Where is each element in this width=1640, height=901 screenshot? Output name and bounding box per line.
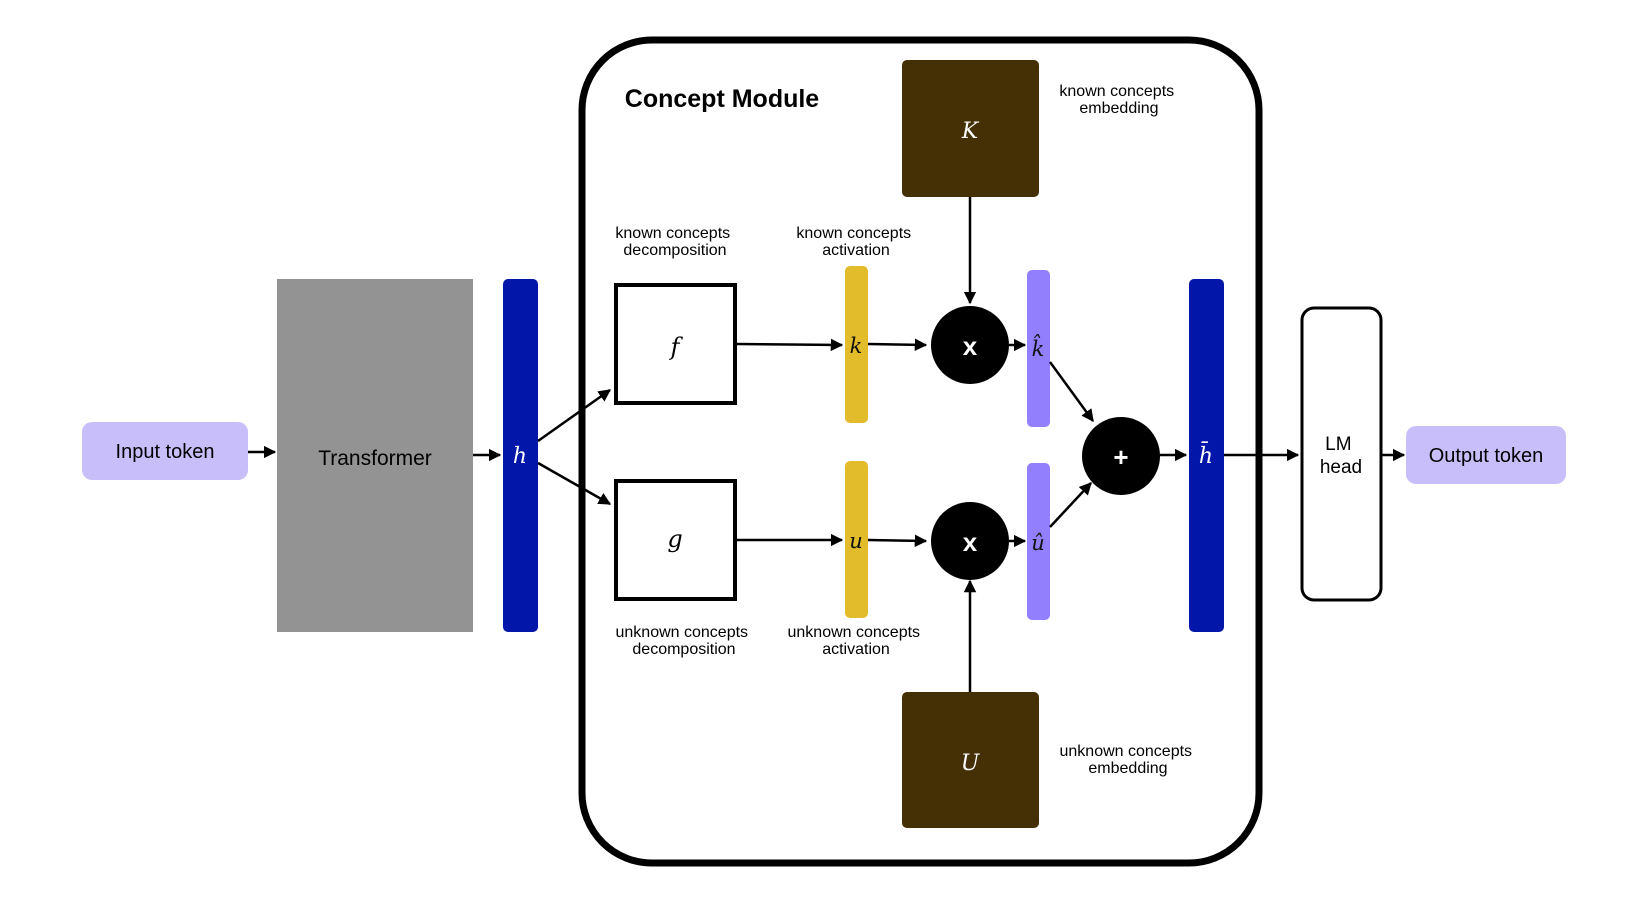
- h-bar: [503, 279, 538, 632]
- multiply-symbol-bottom: x: [963, 527, 978, 557]
- input-token-node: Input token: [82, 422, 248, 480]
- multiply-operator-top: x: [931, 306, 1009, 384]
- multiply-operator-bottom: x: [931, 502, 1009, 580]
- u-hat-bar: [1027, 463, 1050, 620]
- arrow-h-to-f: [537, 388, 612, 443]
- output-token-label: Output token: [1429, 445, 1544, 467]
- k-label: k: [850, 334, 863, 358]
- k-bar: [845, 266, 868, 423]
- multiply-circle-top: [931, 306, 1009, 384]
- U-box: [902, 692, 1039, 828]
- output-token-box: [1406, 426, 1566, 484]
- u-activation-vector: u: [845, 461, 868, 618]
- lm-head-node: LM head: [1300, 306, 1383, 602]
- arrow-uhat-to-add: [1049, 482, 1092, 528]
- transformer-node: Transformer: [277, 279, 473, 632]
- unknown-embedding-caption: unknown concepts embedding: [1060, 743, 1197, 777]
- known-decomposition-caption: known concepts decomposition: [615, 225, 734, 259]
- K-box: [902, 60, 1039, 197]
- g-decomposition-node: g: [614, 479, 737, 601]
- g-label: g: [667, 525, 682, 553]
- unknown-activation-caption: unknown concepts activation: [788, 624, 925, 658]
- U-label: U: [961, 751, 981, 776]
- h-bar-vector: h̄: [1189, 279, 1224, 632]
- input-token-box: [82, 422, 248, 480]
- k-hat-vector: k̂: [1027, 270, 1050, 427]
- known-embedding-caption: known concepts embedding: [1059, 83, 1178, 117]
- f-decomposition-node: f: [614, 283, 737, 405]
- multiply-symbol-top: x: [963, 331, 978, 361]
- h-label: h: [513, 444, 527, 469]
- g-box: [614, 479, 737, 601]
- input-token-label: Input token: [116, 441, 215, 463]
- k-hat-label: k̂: [1032, 334, 1045, 361]
- h-vector: h: [503, 279, 538, 632]
- add-symbol: +: [1113, 442, 1128, 472]
- K-label: K: [961, 119, 980, 144]
- h-bar-bar: [1189, 279, 1224, 632]
- u-bar: [845, 461, 868, 618]
- arrow-k-to-multiply: [867, 338, 928, 352]
- u-label: u: [849, 529, 863, 553]
- K-embedding-node: K: [902, 60, 1039, 197]
- output-token-node: Output token: [1406, 426, 1566, 484]
- arrow-u-to-multiply: [867, 534, 928, 548]
- arrow-khat-to-add: [1048, 361, 1095, 423]
- k-hat-bar: [1027, 270, 1050, 427]
- arrow-f-to-k: [736, 338, 844, 352]
- h-bar-label: h̄: [1199, 441, 1213, 469]
- add-circle: [1082, 417, 1160, 495]
- U-embedding-node: U: [902, 692, 1039, 828]
- concept-module-title: Concept Module: [625, 85, 820, 113]
- concept-module-container: [578, 36, 1263, 867]
- k-activation-vector: k: [845, 266, 868, 423]
- unknown-decomposition-caption: unknown concepts decomposition: [616, 624, 753, 658]
- f-box: [614, 283, 737, 405]
- multiply-circle-bottom: [931, 502, 1009, 580]
- lm-head-label: LM head: [1320, 434, 1362, 478]
- arrow-h-to-g: [537, 461, 612, 506]
- u-hat-label: û: [1031, 531, 1045, 555]
- transformer-label: Transformer: [318, 447, 432, 470]
- add-operator: +: [1082, 417, 1160, 495]
- u-hat-vector: û: [1027, 463, 1050, 620]
- transformer-box: [277, 279, 473, 632]
- known-activation-caption: known concepts activation: [796, 225, 915, 259]
